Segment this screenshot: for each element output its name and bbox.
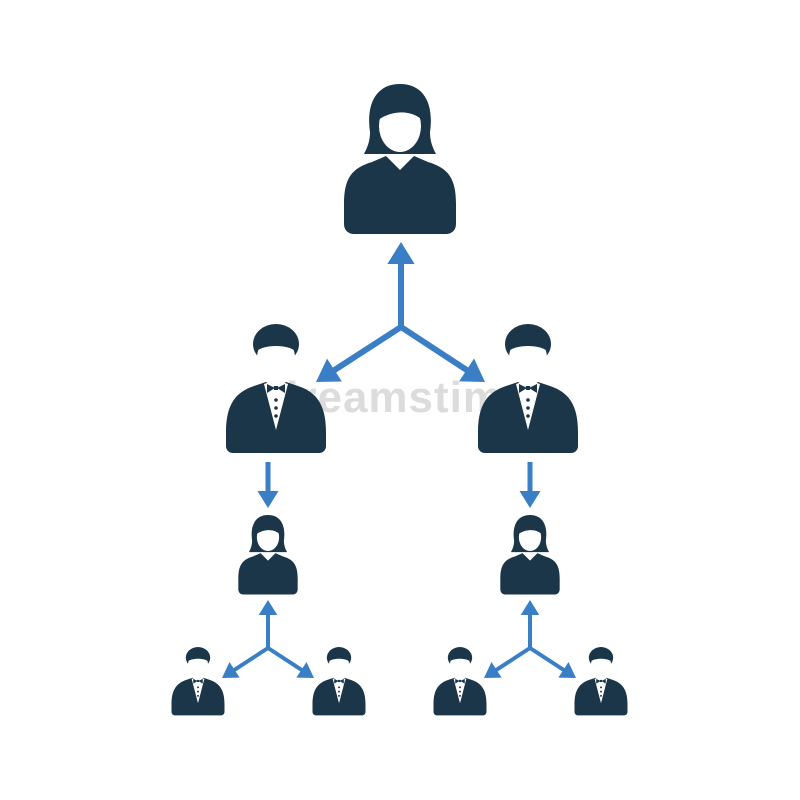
arrow-down-head-c2 bbox=[519, 491, 541, 508]
arrow-left-shaft-c4 bbox=[492, 646, 532, 674]
male-person-icon-n8 bbox=[574, 647, 628, 716]
arrow-left-head-c4 bbox=[484, 662, 502, 678]
arrow-left-head-c0 bbox=[316, 358, 342, 382]
arrow-left-head-c3 bbox=[222, 662, 240, 678]
arrow-up-head-c0 bbox=[387, 242, 415, 264]
arrow-up-head-c3 bbox=[258, 600, 278, 615]
arrow-up-head-c4 bbox=[520, 600, 540, 615]
male-person-icon-n7 bbox=[433, 647, 487, 716]
female-person-icon-n3 bbox=[238, 515, 298, 595]
male-person-icon-n5 bbox=[171, 647, 225, 716]
arrow-right-head-c0 bbox=[459, 358, 485, 382]
arrow-right-shaft-c4 bbox=[528, 646, 568, 674]
arrow-right-shaft-c3 bbox=[266, 646, 306, 674]
male-person-icon-n6 bbox=[312, 647, 366, 716]
arrow-right-head-c4 bbox=[558, 662, 576, 678]
arrow-right-head-c3 bbox=[296, 662, 314, 678]
female-person-icon-n4 bbox=[500, 515, 560, 595]
arrow-down-head-c1 bbox=[257, 491, 279, 508]
arrow-left-shaft-c3 bbox=[230, 646, 270, 674]
female-person-icon-n0 bbox=[344, 84, 456, 234]
connector-layer bbox=[222, 242, 576, 678]
arrow-right-shaft-c0 bbox=[399, 324, 472, 375]
arrow-left-shaft-c0 bbox=[329, 324, 403, 375]
